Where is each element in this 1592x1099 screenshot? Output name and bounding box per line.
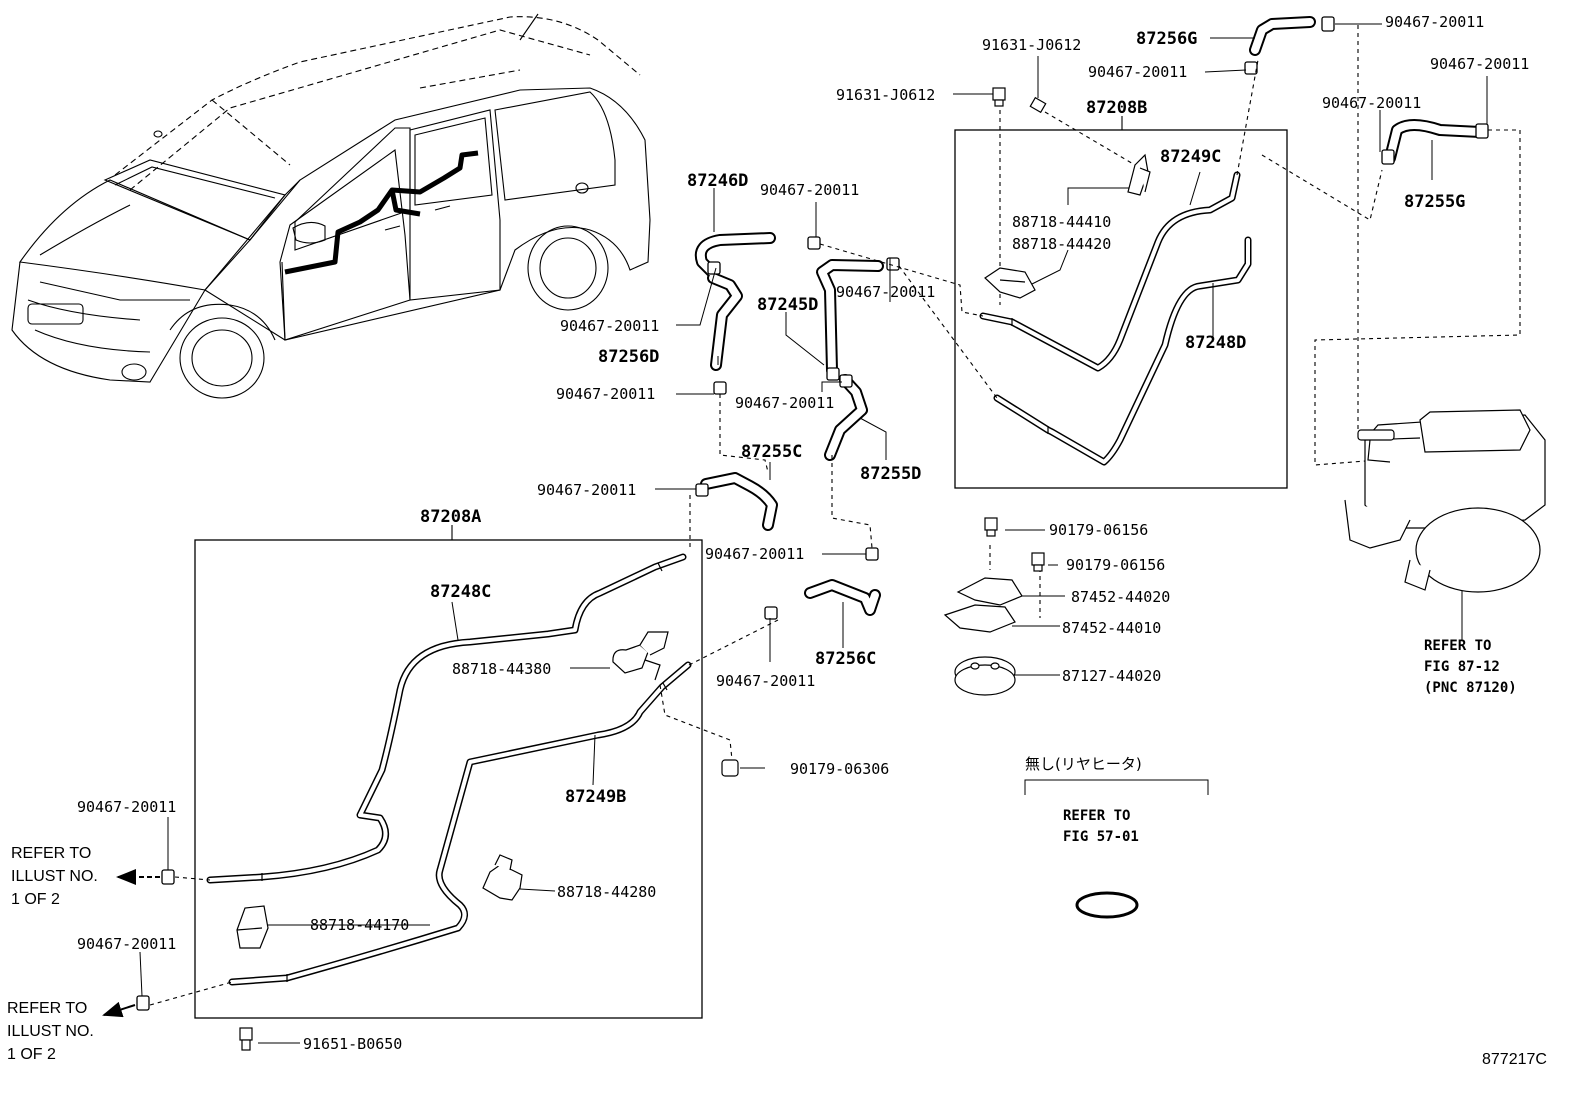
clamp-label: 90467-20011 bbox=[560, 317, 660, 335]
bolt-label-91651-b0650: 91651-B0650 bbox=[303, 1035, 403, 1053]
clamp-label: 90467-20011 bbox=[705, 545, 805, 563]
clamp-label: 90467-20011 bbox=[735, 394, 835, 412]
clamp-label: 90467-20011 bbox=[556, 385, 656, 403]
part-label-87452-44010: 87452-44010 bbox=[1062, 619, 1162, 637]
highlighted-heater-pipe bbox=[284, 150, 479, 275]
clamp-label: 90467-20011 bbox=[716, 672, 816, 690]
clamp-label: 90467-20011 bbox=[1322, 94, 1422, 112]
clamp-label: 90467-20011 bbox=[77, 798, 177, 816]
bracket-label: 88718-44280 bbox=[557, 883, 657, 901]
clamp-label: 90467-20011 bbox=[836, 283, 936, 301]
group-label-87208a: 87208A bbox=[420, 507, 482, 527]
bracket-label: 88718-44410 bbox=[1012, 213, 1112, 231]
group-box-87208a bbox=[194, 539, 703, 1019]
bracket-label: 88718-44170 bbox=[310, 916, 410, 934]
jp-note-bracket bbox=[1024, 779, 1209, 795]
part-label-87255g: 87255G bbox=[1404, 192, 1466, 212]
refer-note-illust-2: REFER TO ILLUST NO. 1 OF 2 bbox=[7, 1000, 94, 1063]
part-label-87255d: 87255D bbox=[860, 464, 922, 484]
part-label-87248c: 87248C bbox=[430, 582, 492, 602]
nut-label: 90179-06156 bbox=[1066, 556, 1166, 574]
clamp-label: 90467-20011 bbox=[77, 935, 177, 953]
refer-note-illust-1: REFER TO ILLUST NO. 1 OF 2 bbox=[11, 845, 98, 908]
refer-note-fig-57-01: REFER TO FIG 57-01 bbox=[1063, 808, 1139, 845]
bolt-label: 91631-J0612 bbox=[982, 36, 1082, 54]
part-label-87255c: 87255C bbox=[741, 442, 803, 462]
part-label-87249c: 87249C bbox=[1160, 147, 1222, 167]
pipes-inner bbox=[208, 173, 1250, 984]
clamp-label: 90467-20011 bbox=[537, 481, 637, 499]
part-label-87248d: 87248D bbox=[1185, 333, 1247, 353]
part-label-87256c: 87256C bbox=[815, 649, 877, 669]
group-label-87208b: 87208B bbox=[1086, 98, 1148, 118]
clamp-label: 90467-20011 bbox=[1385, 13, 1485, 31]
part-label-87127-44020: 87127-44020 bbox=[1062, 667, 1162, 685]
group-box-87208b bbox=[954, 129, 1288, 489]
leader-lines bbox=[139, 23, 1488, 1044]
rear-heater-unit bbox=[1344, 409, 1546, 593]
clamp-label: 90467-20011 bbox=[1430, 55, 1530, 73]
nut-label: 90179-06306 bbox=[790, 760, 890, 778]
part-label-87245d: 87245D bbox=[757, 295, 819, 315]
brackets bbox=[236, 87, 1151, 1051]
clamp-label: 90467-20011 bbox=[1088, 63, 1188, 81]
part-label-87256g: 87256G bbox=[1136, 29, 1198, 49]
hose-clamps bbox=[136, 16, 1489, 1011]
part-label-87246d: 87246D bbox=[687, 171, 749, 191]
arrow-illust-2 bbox=[102, 1001, 136, 1018]
bolt-label: 91631-J0612 bbox=[836, 86, 936, 104]
nut-label: 90179-06156 bbox=[1049, 521, 1149, 539]
part-label-87452-44020: 87452-44020 bbox=[1071, 588, 1171, 606]
bracket-label: 88718-44380 bbox=[452, 660, 552, 678]
jp-note-no-rear-heater: 無し(リヤヒータ) bbox=[1025, 755, 1142, 773]
part-label-87256d: 87256D bbox=[598, 347, 660, 367]
pipes bbox=[206, 171, 1252, 986]
figure-id: 877217C bbox=[1482, 1051, 1547, 1068]
refer-note-fig-87-12: REFER TO FIG 87-12 (PNC 87120) bbox=[1424, 638, 1517, 696]
clamp-label: 90467-20011 bbox=[760, 181, 860, 199]
part-label-87249b: 87249B bbox=[565, 787, 627, 807]
bracket-label: 88718-44420 bbox=[1012, 235, 1112, 253]
vehicle-illustration bbox=[11, 13, 651, 399]
